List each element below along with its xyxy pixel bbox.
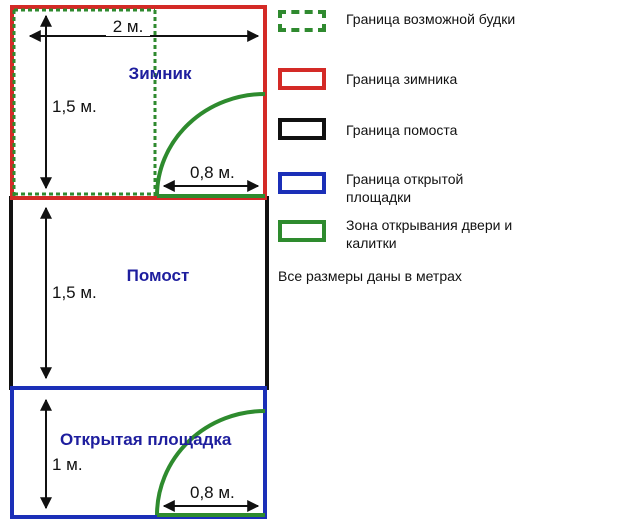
black-swatch-icon [278, 118, 326, 140]
width-top-label: 2 м. [113, 17, 144, 36]
winter-height-label: 1,5 м. [52, 97, 97, 116]
deck-height-label: 1,5 м. [52, 283, 97, 302]
legend-label: Граница помоста [346, 122, 458, 138]
gate-swing-zone [155, 409, 266, 517]
winter-room-title: Зимник [129, 64, 192, 83]
open-area-boundary [10, 386, 267, 519]
green-swatch-icon [278, 220, 326, 242]
legend-label: Граница возможной будки [346, 11, 516, 27]
legend-label: Граница открытой площадки [346, 171, 464, 205]
open-area-title: Открытая площадка [60, 430, 232, 449]
units-note: Все размеры даны в метрах [278, 268, 462, 284]
dashed-green-swatch-icon [278, 10, 326, 32]
floor-plan: 2 м. 1,5 м. 0,8 м. 1,5 м. 1 м. 0,8 м. Зи… [9, 5, 269, 519]
blue-swatch-icon [278, 172, 326, 194]
legend-label: Зона открывания двери и калитки [346, 217, 513, 251]
winter-room-boundary [10, 5, 267, 200]
open-height-label: 1 м. [52, 455, 83, 474]
deck-title: Помост [127, 266, 190, 285]
legend-label: Граница зимника [346, 71, 458, 87]
winter-door-label: 0,8 м. [190, 163, 235, 182]
door-swing-zone [155, 92, 266, 198]
red-swatch-icon [278, 68, 326, 90]
deck-boundary [9, 196, 269, 390]
open-gate-label: 0,8 м. [190, 483, 235, 502]
